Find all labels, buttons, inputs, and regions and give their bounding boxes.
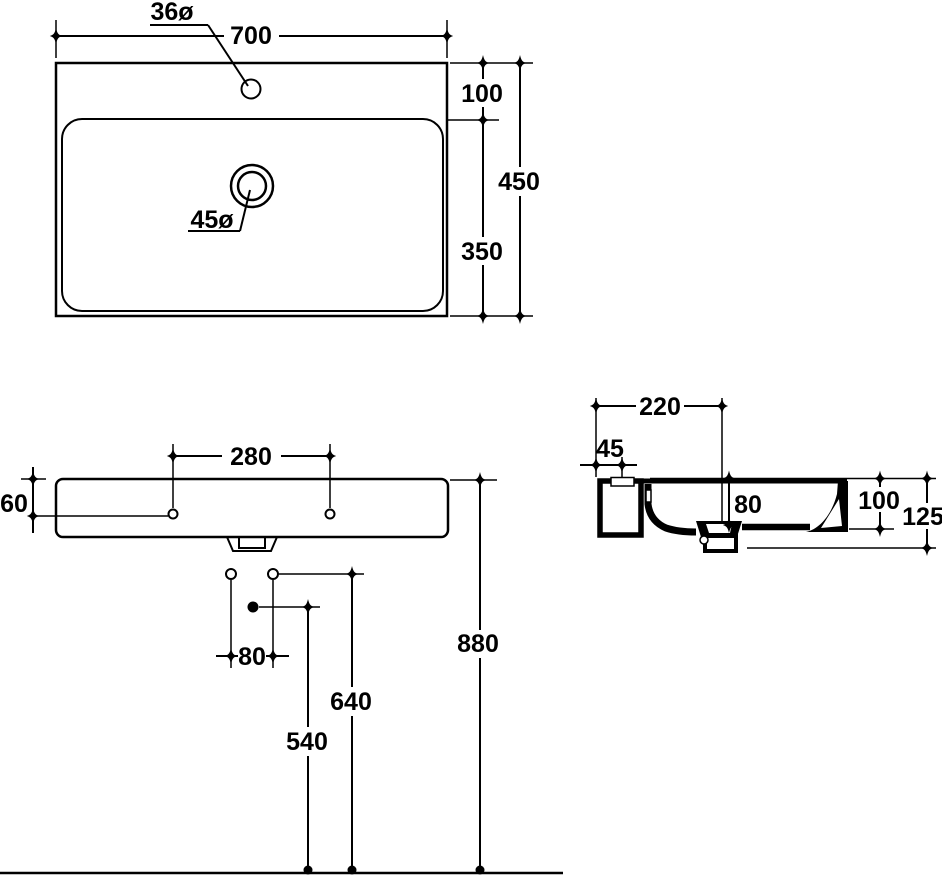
label-rim-to-underside: 100 bbox=[858, 487, 900, 515]
label-trap-height: 540 bbox=[286, 728, 328, 756]
label-lower-holes-height: 640 bbox=[330, 688, 372, 716]
plan-outer-rim bbox=[54, 61, 449, 318]
side-drain-collar-inner bbox=[706, 524, 732, 533]
label-rim-to-holes: 60 bbox=[0, 490, 28, 518]
label-rear-to-drain: 220 bbox=[639, 393, 681, 421]
side-hanger-slot bbox=[610, 476, 635, 487]
dim-trap-height: 540 bbox=[259, 599, 328, 875]
front-fixing-hole-left bbox=[167, 508, 179, 520]
plan-drain-inner bbox=[236, 170, 268, 202]
label-drain-dia: 45ø bbox=[190, 206, 234, 234]
plan-bowl-edge bbox=[61, 118, 444, 312]
dim-rim-height: 880 bbox=[450, 472, 499, 875]
plan-tap-hole bbox=[240, 78, 262, 100]
front-view: 280 60 80 540 bbox=[0, 443, 563, 875]
dim-edge-height: 125 bbox=[747, 470, 942, 556]
dim-plan-depths: 100 350 450 bbox=[448, 55, 540, 324]
dim-lower-holes-height: 640 bbox=[279, 566, 372, 875]
label-rim-to-bowl: 100 bbox=[461, 80, 503, 108]
label-plan-depth: 450 bbox=[498, 168, 540, 196]
dim-rim-to-drain: 80 bbox=[722, 470, 762, 533]
label-fixing-spacing: 280 bbox=[230, 443, 272, 471]
front-lower-hole-left bbox=[225, 568, 237, 580]
side-drain-outlet bbox=[703, 534, 738, 553]
label-rear-ledge: 45 bbox=[596, 435, 624, 463]
front-lower-hole-right bbox=[267, 568, 279, 580]
side-bolt-hole bbox=[699, 535, 709, 545]
dim-rim-to-holes: 60 bbox=[0, 467, 168, 533]
label-plan-width: 700 bbox=[230, 22, 272, 50]
side-front-wall bbox=[806, 481, 848, 532]
label-outlet-holes: 80 bbox=[238, 643, 266, 671]
dim-rear-ledge: 45 bbox=[580, 435, 637, 477]
plan-drain-outer bbox=[229, 163, 275, 209]
side-section-body bbox=[597, 476, 848, 553]
label-tap-hole-dia: 36ø bbox=[150, 0, 194, 26]
dim-plan-width: 700 bbox=[49, 20, 454, 58]
dim-fixing-spacing: 280 bbox=[166, 443, 337, 508]
side-view: 220 45 80 bbox=[580, 393, 942, 556]
side-overflow-slot bbox=[645, 489, 652, 503]
front-body bbox=[54, 477, 450, 539]
callout-drain: 45ø bbox=[188, 189, 251, 234]
side-bowl-back-curve bbox=[644, 484, 697, 536]
plan-view: 36ø 45ø 700 100 bbox=[49, 0, 540, 324]
dim-rim-to-underside: 100 bbox=[849, 470, 900, 537]
side-wall-bracket bbox=[597, 478, 644, 538]
front-fixing-hole-right bbox=[324, 508, 336, 520]
front-trap-point bbox=[247, 601, 259, 613]
label-rim-to-drain: 80 bbox=[734, 491, 762, 519]
label-bowl-to-front: 350 bbox=[461, 238, 503, 266]
dim-rear-to-drain: 220 bbox=[589, 393, 729, 521]
label-edge-height: 125 bbox=[902, 503, 942, 531]
label-rim-height: 880 bbox=[457, 630, 499, 658]
front-drain-collar bbox=[226, 536, 278, 552]
dim-outlet-holes: 80 bbox=[216, 580, 289, 671]
